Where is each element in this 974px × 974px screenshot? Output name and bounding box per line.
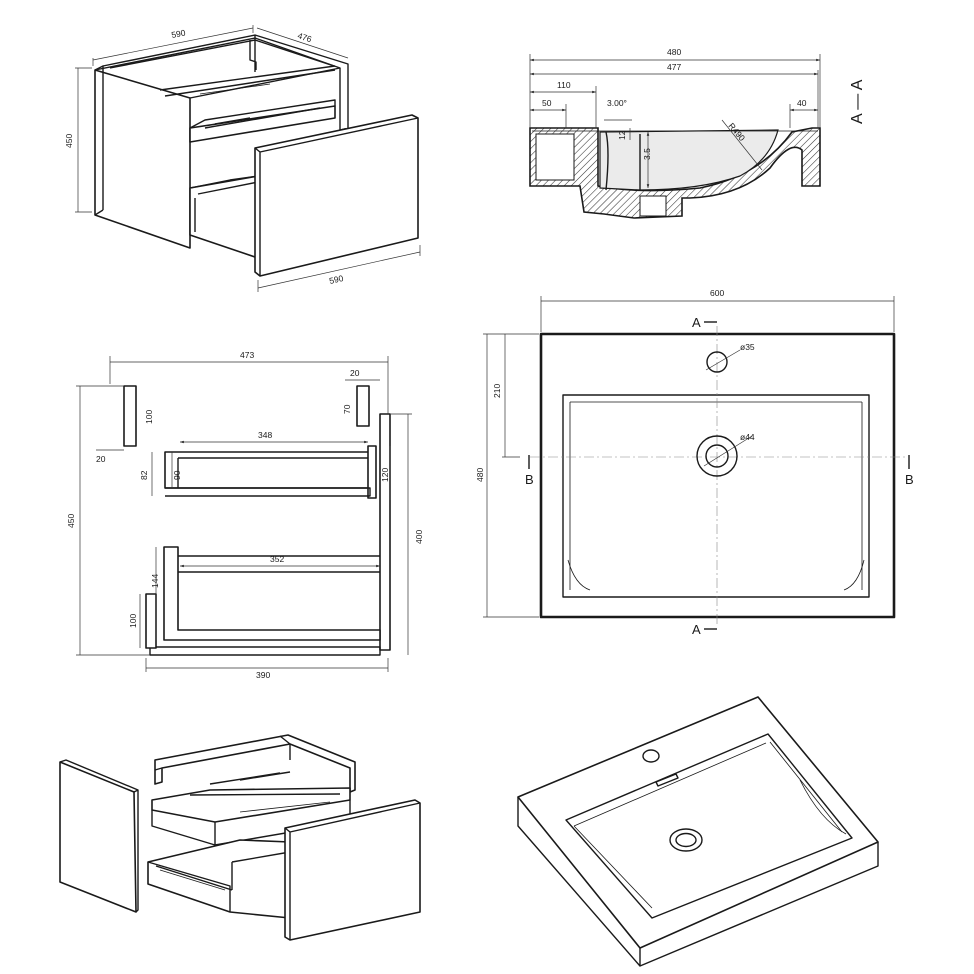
cabinet-exploded-view <box>59 734 421 941</box>
sink-iso-tap-hole <box>642 749 660 763</box>
dim-400: 400 <box>414 530 424 544</box>
dim-drain: ø44 <box>740 432 755 442</box>
sink-basin-outline <box>562 394 870 598</box>
dim-70: 70 <box>342 404 352 414</box>
dim-line-depth-top <box>256 27 349 59</box>
section-label-a-a: A — A <box>849 79 866 124</box>
dim-120: 120 <box>380 468 390 482</box>
marker-b-left: B <box>525 472 534 487</box>
exploded-drawer-front <box>284 799 421 941</box>
sink-iso-basin-slope <box>799 779 847 835</box>
sink-outline <box>539 332 896 619</box>
sink-iso-top-surface <box>517 696 879 949</box>
dim-3-5: 3.5 <box>642 148 652 160</box>
sink-basin-cavity <box>599 129 779 191</box>
cabinet-isometric-view: 590 476 450 590 <box>64 25 421 292</box>
drain-inner <box>705 444 729 468</box>
dim-outer: 480 <box>667 47 681 57</box>
dim-348: 348 <box>258 430 272 440</box>
lower-drawer-box <box>163 546 381 641</box>
sink-section-profile <box>529 127 821 219</box>
sink-section-view: 480 477 110 50 3.00° 40 12 3.5 R490 A — … <box>529 47 866 219</box>
dim-height: 450 <box>66 514 76 528</box>
dim-inner: 477 <box>667 62 681 72</box>
back-rail-top-right <box>356 385 370 427</box>
dim-width: 600 <box>710 288 724 298</box>
dim-90: 90 <box>172 470 182 480</box>
dim-tap-hole: ø35 <box>740 342 755 352</box>
dim-height: 450 <box>64 134 74 148</box>
sink-iso-basin <box>565 733 853 919</box>
dim-12: 12 <box>617 130 627 140</box>
sink-iso-overflow <box>655 773 679 787</box>
radius-leader <box>721 119 763 171</box>
dim-top: 473 <box>240 350 254 360</box>
sink-iso-drain-inner <box>675 832 697 848</box>
dim-110: 110 <box>557 80 571 90</box>
marker-a-top: A <box>692 315 701 330</box>
sink-isometric-view <box>517 696 879 967</box>
dim-line-width-top <box>92 27 254 61</box>
dim-angle: 3.00° <box>607 98 627 108</box>
drain-outer <box>696 435 738 477</box>
marker-a-bottom: A <box>692 622 701 637</box>
dim-210: 210 <box>492 384 502 398</box>
lower-back-rail <box>145 593 157 649</box>
dim-100-bottom: 100 <box>128 614 138 628</box>
dim-width-top: 590 <box>170 27 186 40</box>
dim-bottom: 390 <box>256 670 270 680</box>
cabinet-right-side <box>379 413 391 651</box>
tap-hole <box>706 351 728 373</box>
exploded-lower-drawer <box>147 839 291 919</box>
cabinet-left-side-panel <box>94 69 191 249</box>
cabinet-top-frame <box>94 37 341 99</box>
upper-drawer-front-lip <box>367 445 377 499</box>
dim-144: 144 <box>150 574 160 588</box>
exploded-upper-drawer <box>151 787 351 823</box>
dim-20-left: 20 <box>96 454 106 464</box>
cabinet-drawer-front <box>254 114 419 277</box>
back-rail-top-left <box>123 385 137 447</box>
cabinet-section-view: 473 20 100 70 20 348 82 90 120 450 400 3… <box>66 350 424 680</box>
dim-82: 82 <box>139 470 149 480</box>
dim-20: 20 <box>350 368 360 378</box>
dim-100-top: 100 <box>144 410 154 424</box>
marker-b-right: B <box>905 472 914 487</box>
sink-plan-view: A A B B 600 480 210 ø35 ø44 <box>475 288 914 637</box>
dim-352: 352 <box>270 554 284 564</box>
dim-depth-top: 476 <box>296 30 313 44</box>
sink-iso-drain-outer <box>669 828 703 852</box>
dim-height: 480 <box>475 468 485 482</box>
dim-50: 50 <box>542 98 552 108</box>
dim-width-front: 590 <box>328 273 344 286</box>
exploded-top-frame <box>154 734 356 793</box>
dim-line-width-front <box>257 251 421 289</box>
dim-40: 40 <box>797 98 807 108</box>
cabinet-bottom-board <box>149 646 381 656</box>
